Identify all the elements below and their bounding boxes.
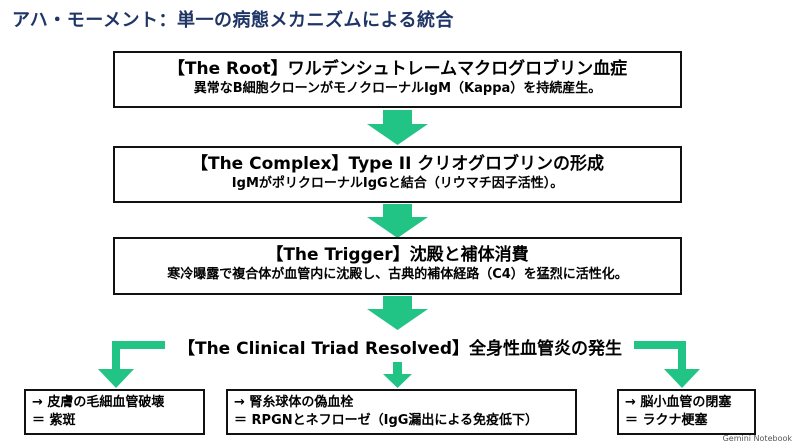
complex-heading: 【The Complex】Type II クリオグロブリンの形成 (190, 154, 604, 174)
outcome-line2: ＝ 紫斑 (32, 413, 76, 428)
complex-body: IgMがポリクローナルIgGと結合（リウマチ因子活性）。 (231, 176, 564, 191)
outcome-line2: ＝ RPGNとネフローゼ（IgG漏出による免疫低下） (234, 413, 539, 428)
root-body: 異常なB細胞クローンがモノクローナルIgM（Kappa）を持続産生。 (193, 81, 602, 96)
trigger-box: 【The Trigger】沈殿と補体消費 寒冷曝露で複合体が血管内に沈殿し、古典… (113, 237, 682, 295)
page-title: アハ・モーメント：単一の病態メカニズムによる統合 (12, 10, 455, 31)
footer-watermark: Gemini Notebook (722, 434, 792, 443)
clinical-triad-heading: 【The Clinical Triad Resolved】全身性血管炎の発生 (177, 339, 623, 359)
arrow-elbow-right-icon (634, 341, 700, 388)
outcome-line1: → 皮膚の毛細血管破壊 (32, 395, 165, 410)
arrow-down-icon (367, 110, 428, 145)
outcome-box-skin: → 皮膚の毛細血管破壊 ＝ 紫斑 (24, 389, 205, 435)
root-box: 【The Root】ワルデンシュトレームマクログロブリン血症 異常なB細胞クロー… (113, 51, 682, 108)
trigger-body: 寒冷曝露で複合体が血管内に沈殿し、古典的補体経路（C4）を猛烈に活性化。 (167, 267, 628, 282)
outcome-line1: → 脳小血管の閉塞 (625, 395, 732, 410)
outcome-line2: ＝ ラクナ梗塞 (625, 413, 708, 428)
arrow-elbow-left-icon (98, 341, 165, 388)
arrow-down-small-icon (383, 362, 412, 388)
outcome-box-kidney: → 腎糸球体の偽血栓 ＝ RPGNとネフローゼ（IgG漏出による免疫低下） (226, 389, 577, 435)
arrow-down-icon (367, 296, 428, 330)
trigger-heading: 【The Trigger】沈殿と補体消費 (266, 245, 529, 265)
root-heading: 【The Root】ワルデンシュトレームマクログロブリン血症 (167, 59, 628, 79)
complex-box: 【The Complex】Type II クリオグロブリンの形成 IgMがポリク… (113, 146, 682, 203)
arrow-down-icon (367, 204, 428, 238)
outcome-box-brain: → 脳小血管の閉塞 ＝ ラクナ梗塞 (617, 389, 756, 435)
outcome-line1: → 腎糸球体の偽血栓 (234, 395, 354, 410)
